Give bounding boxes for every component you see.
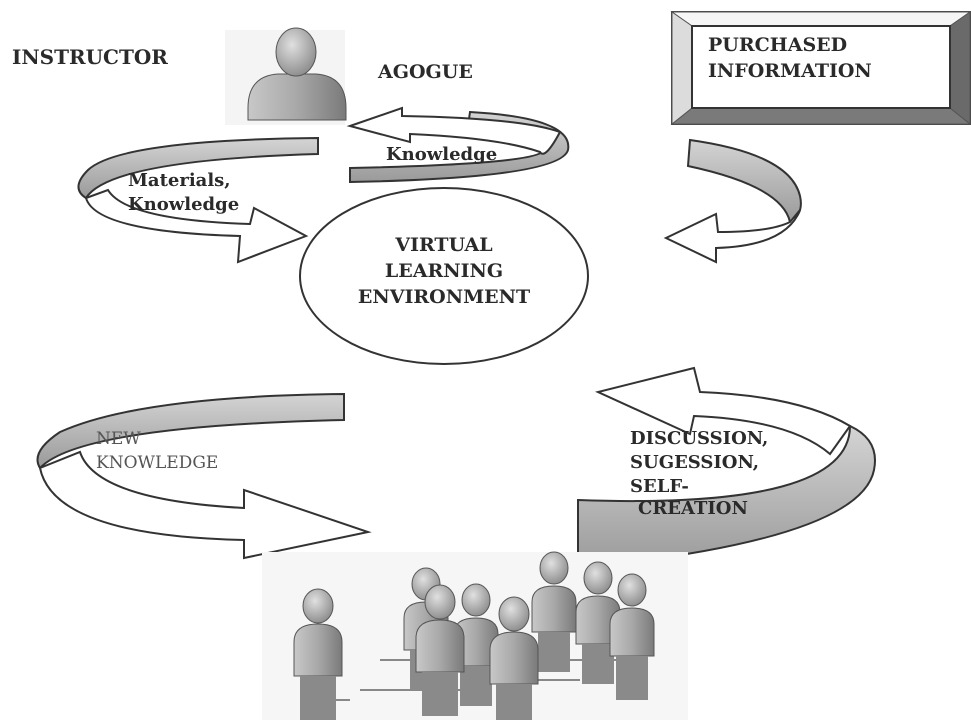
learner-person-icon [293, 588, 343, 720]
new-knowledge-label-line2: KNOWLEDGE [96, 453, 218, 473]
learner-person-icon [453, 583, 499, 706]
discussion-arrow [577, 366, 876, 570]
instructor-label: INSTRUCTOR [12, 45, 168, 69]
learners-group-icon [262, 551, 688, 720]
learner-person-icon [609, 573, 655, 700]
materials-label-line2: Knowledge [128, 194, 239, 215]
purchased-information-box [670, 11, 971, 126]
virtual-learning-environment-circle [299, 187, 589, 365]
learner-person-icon [415, 584, 465, 716]
materials-label-line1: Materials, [128, 170, 231, 191]
purchased-label-line1: PURCHASED [708, 34, 847, 56]
discussion-label-line4: CREATION [638, 498, 748, 519]
materials-arrow [77, 136, 319, 264]
instructor-person-icon [225, 27, 347, 125]
learner-person-icon [575, 561, 621, 684]
knowledge-label: Knowledge [386, 144, 497, 165]
new-knowledge-label-line1: NEW [96, 429, 141, 449]
new-knowledge-arrow [36, 392, 372, 560]
vle-label-line3: ENVIRONMENT [358, 286, 530, 308]
vle-label-line1: VIRTUAL [394, 234, 492, 256]
discussion-label-line3: SELF- [630, 476, 689, 497]
knowledge-arrow [346, 106, 570, 184]
learner-person-icon [531, 551, 577, 672]
purchased-label-line2: INFORMATION [708, 60, 872, 82]
discussion-label-line1: DISCUSSION, [630, 428, 768, 449]
learner-person-icon [489, 596, 539, 720]
vle-label-line2: LEARNING [385, 260, 503, 282]
purchased-information-arrow [663, 138, 802, 264]
agogue-label: AGOGUE [377, 61, 473, 83]
discussion-label-line2: SUGESSION, [630, 452, 759, 473]
